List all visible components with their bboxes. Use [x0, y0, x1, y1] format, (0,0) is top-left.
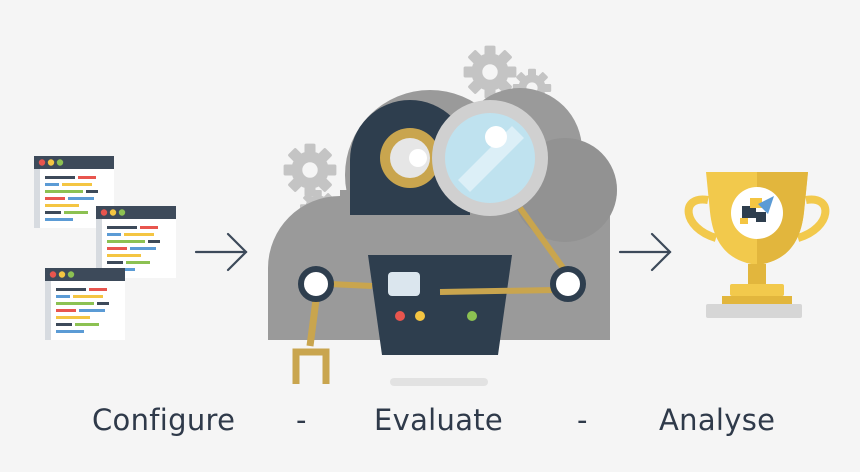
- step-label-evaluate: Evaluate: [374, 403, 504, 437]
- step-label-analyse: Analyse: [659, 403, 776, 437]
- step-label-configure: Configure: [92, 403, 236, 437]
- trophy-icon: [684, 172, 830, 318]
- step-separator: -: [577, 403, 588, 437]
- robot-cloud-magnifier-icon: [268, 45, 617, 386]
- arrow-right-icon: [194, 232, 248, 272]
- step-separator: -: [296, 403, 307, 437]
- arrow-right-icon: [618, 232, 672, 272]
- logo-icon: [740, 196, 774, 224]
- code-windows-icon: [34, 156, 176, 340]
